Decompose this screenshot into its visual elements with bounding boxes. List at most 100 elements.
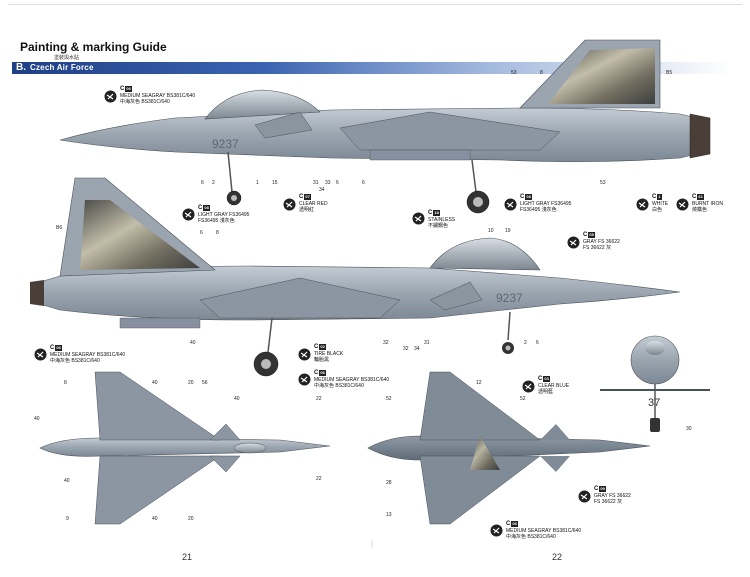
ref-number: B5 (666, 70, 673, 76)
paint-pot-icon (567, 236, 580, 249)
section-title: Czech Air Force (30, 63, 94, 72)
ref-number: 2 (524, 340, 527, 346)
ref-number: 6 (536, 340, 539, 346)
bottom-view (367, 371, 651, 525)
ref-number: 1 (256, 180, 259, 186)
callout-medium-seagray-top: MEDIUM SEAGRAY BS381C/640 中海灰色 BS381C/64… (120, 93, 196, 105)
ref-number: 8 (216, 230, 219, 236)
callout-medium-seagray-bottom: MEDIUM SEAGRAY BS381C/640 中海灰色 BS381C/64… (506, 528, 582, 540)
section-header-bar (12, 62, 730, 74)
paint-pot-icon (578, 490, 591, 503)
paint-pot-icon (412, 212, 425, 225)
tail-code-side-2: 9237 (496, 291, 523, 305)
page-number-left: 21 (182, 552, 193, 562)
paint-pot-icon (298, 348, 311, 361)
ref-number: 6 (336, 180, 339, 186)
ref-number: 40 (234, 396, 240, 402)
side-view-left: 9237 (30, 177, 681, 377)
ref-number: 6 (362, 180, 365, 186)
paint-pot-icon (676, 198, 689, 211)
paint-pot-icon (182, 208, 195, 221)
ref-number: 9 (66, 516, 69, 522)
ref-number: 8 (540, 70, 543, 76)
ref-number: 8 (64, 380, 67, 386)
callout-tire-black: TIRE BLACK 輪胎黑 (314, 351, 344, 363)
paint-pot-icon (283, 198, 296, 211)
ref-number: 20 (188, 516, 194, 522)
page-subtitle: 塗裝與水貼 (54, 55, 80, 61)
ref-number: 56 (202, 380, 208, 386)
ref-number: 22 (316, 476, 322, 482)
ref-number: 34 (414, 346, 420, 352)
callout-stainless: STAINLESS 不鏽鋼色 (428, 217, 456, 229)
paint-pot-icon (504, 198, 517, 211)
ref-number: 10 (488, 228, 494, 234)
callout-gray-fs36622-bottom: GRAY FS 36622 FS 36622 灰 (594, 493, 631, 505)
callout-light-gray-top: LIGHT GRAY FS36495 FS36495 淺灰色 (520, 201, 572, 213)
ref-number: 32 (383, 340, 389, 346)
ref-number: 19 (505, 228, 511, 234)
paint-pot-icon (636, 198, 649, 211)
callout-gray-fs36622-top: GRAY FS 36622 FS 36622 灰 (583, 239, 620, 251)
ref-number: 2 (212, 180, 215, 186)
ref-number: 22 (316, 396, 322, 402)
callout-medium-seagray-mid: MEDIUM SEAGRAY BS381C/640 中海灰色 BS381C/64… (314, 377, 390, 389)
callout-light-gray-left: LIGHT GRAY FS36495 FS36495 淺灰色 (198, 212, 250, 224)
ref-number: 34 (319, 187, 325, 193)
ref-number: B6 (56, 225, 63, 231)
page-title: Painting & marking Guide (20, 40, 167, 54)
callout-medium-seagray-left: MEDIUM SEAGRAY BS381C/640 中海灰色 BS381C/64… (50, 352, 126, 364)
ref-number: 15 (272, 180, 278, 186)
ref-number: 52 (386, 396, 392, 402)
ref-number: 20 (188, 380, 194, 386)
ref-number: 53 (511, 70, 517, 76)
callout-white: WHITE 白色 (652, 201, 669, 213)
callout-burnt-iron: BURNT IRON 燒鐵色 (692, 201, 724, 213)
ref-number: 12 (476, 380, 482, 386)
paint-pot-icon (490, 524, 503, 537)
front-view: 37 (600, 335, 710, 432)
tail-code-side: 9237 (212, 137, 239, 151)
section-letter: B. (16, 62, 26, 73)
ref-number: 6 (200, 230, 203, 236)
paint-pot-icon (104, 90, 117, 103)
ref-number: 53 (600, 180, 606, 186)
ref-number: 28 (386, 480, 392, 486)
paint-pot-icon (522, 380, 535, 393)
ref-number: 32 (403, 346, 409, 352)
ref-number: 31 (424, 340, 430, 346)
top-view (39, 371, 331, 525)
ref-number: 40 (190, 340, 196, 346)
ref-number: 40 (152, 516, 158, 522)
ref-number: 40 (64, 478, 70, 484)
ref-number: 33 (325, 180, 331, 186)
ref-number: 6 (201, 180, 204, 186)
ref-number: 52 (520, 396, 526, 402)
page-number-right: 22 (552, 552, 563, 562)
ref-number: 13 (386, 512, 392, 518)
paint-pot-icon (298, 373, 311, 386)
callout-clear-red: CLEAR RED 透明紅 (299, 201, 328, 213)
ref-number: 40 (152, 380, 158, 386)
side-view-right: 9237 (59, 39, 711, 214)
ref-number: 31 (313, 180, 319, 186)
ref-number: 40 (34, 416, 40, 422)
nose-code: 37 (648, 397, 660, 409)
callout-clear-blue: CLEAR BLUE 透明藍 (538, 383, 570, 395)
page-edge (8, 4, 742, 5)
paint-pot-icon (34, 348, 47, 361)
